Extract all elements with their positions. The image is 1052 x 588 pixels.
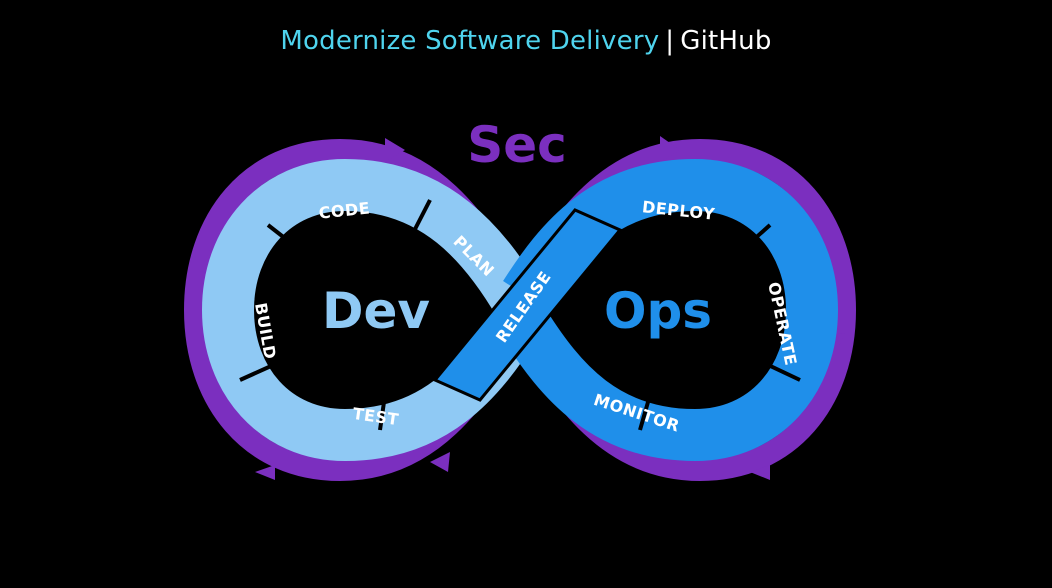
slide-title: Modernize Software Delivery (280, 26, 660, 56)
ops-segment-dividers (638, 223, 801, 431)
ops-loop (503, 158, 839, 462)
dev-segment-dividers (239, 199, 432, 431)
dev-label: Dev (322, 282, 430, 340)
devsecops-infinity-diagram: CODE PLAN BUILD TEST RELEASE DEPLOY OPER… (183, 116, 857, 482)
sec-arrow-7 (750, 465, 770, 480)
sec-arrow-1 (385, 138, 405, 162)
sec-arrow-4 (430, 452, 450, 472)
ops-label: Ops (604, 282, 712, 340)
brand-name: GitHub (680, 26, 772, 56)
sec-arrow-3 (255, 465, 275, 480)
dev-loop (201, 158, 543, 462)
release-band (432, 208, 623, 402)
slide-header: Modernize Software Delivery|GitHub (0, 26, 1052, 56)
title-separator: | (665, 26, 675, 56)
sec-arrow-5 (660, 136, 680, 162)
stage-code-label: CODE (318, 198, 371, 222)
sec-label: Sec (467, 116, 567, 174)
